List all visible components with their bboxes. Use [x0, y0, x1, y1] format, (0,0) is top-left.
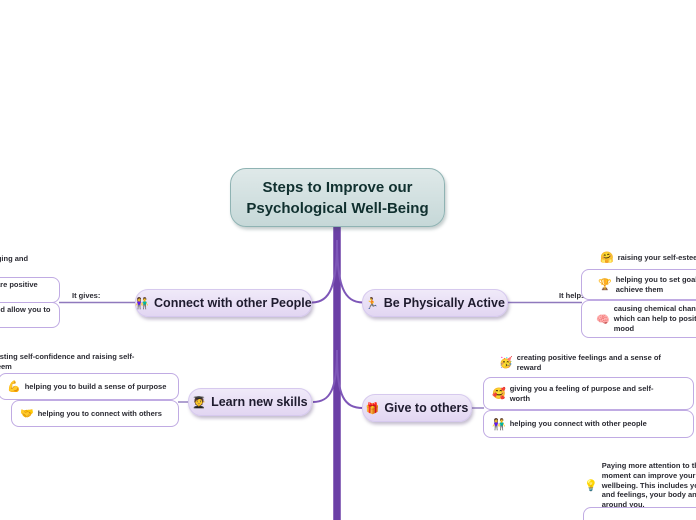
handshake-icon: 🤝: [20, 407, 34, 420]
connector-label-it-gives: It gives:: [72, 291, 101, 300]
light-bulb-icon: 💡: [584, 478, 598, 492]
branch-node-be-physically-active[interactable]: 🏃 Be Physically Active: [362, 289, 508, 317]
flexed-biceps-icon: 💪: [7, 380, 21, 393]
brain-icon: 🧠: [596, 312, 610, 326]
connector-label-it-helps: It helps:: [559, 291, 588, 300]
people-icon: 👫: [492, 417, 506, 431]
hugging-face-icon: 🤗: [600, 251, 614, 264]
branch-label: Give to others: [384, 401, 469, 415]
smiling-face-hearts-icon: 🥰: [492, 387, 506, 400]
subtopic-connect-emotional-support[interactable]: provide emotional support and allow you …: [0, 302, 60, 328]
subtopic-give-connect-people[interactable]: 👫 helping you connect with other people: [483, 410, 694, 438]
subtopic-give-self-worth[interactable]: 🥰 giving you a feeling of purpose and se…: [483, 377, 694, 410]
subtopic-mindfulness-note[interactable]: 💡 Paying more attention to the present m…: [584, 461, 696, 509]
gift-icon: 🎁: [365, 401, 380, 415]
subtopic-bephys-self-esteem[interactable]: 🤗 raising your self-esteem: [600, 251, 696, 264]
branch-curve-give-to-others: [336, 353, 364, 409]
subtopic-learn-self-confidence[interactable]: boosting self-confidence and raising sel…: [0, 352, 135, 371]
subtopic-learn-connect-others[interactable]: 🤝 helping you to connect with others: [11, 400, 179, 427]
student-icon: 🧑‍🎓: [192, 395, 207, 409]
central-topic-title: Steps to Improve our Psychological Well-…: [246, 178, 429, 217]
branch-curve-be-physically-active: [336, 239, 364, 304]
runner-icon: 🏃: [365, 296, 379, 310]
subtopic-box-clipped[interactable]: [583, 507, 696, 520]
subtopic-bephys-brain-chemistry[interactable]: 🧠 causing chemical changes in your brain…: [581, 300, 696, 338]
subtopic-connect-belonging[interactable]: help you to build a sense of belonging a…: [0, 254, 29, 263]
subtopic-bephys-goals[interactable]: 🏆 helping you to set goals or challenges…: [581, 269, 696, 300]
branch-label: Connect with other People: [154, 296, 312, 310]
subtopic-give-reward[interactable]: 🥳 creating positive feelings and a sense…: [499, 353, 661, 372]
subtopic-learn-purpose[interactable]: 💪 helping you to build a sense of purpos…: [0, 373, 179, 400]
branch-node-give-to-others[interactable]: 🎁 Give to others: [362, 394, 472, 422]
branch-label: Learn new skills: [211, 395, 308, 409]
people-icon: 👫: [135, 296, 150, 310]
central-topic[interactable]: Steps to Improve our Psychological Well-…: [230, 168, 445, 227]
branch-node-connect[interactable]: 👫 Connect with other People: [135, 289, 312, 317]
subtopic-connect-positive-experiences[interactable]: give you an opportunity to share positiv…: [0, 277, 60, 303]
partying-face-icon: 🥳: [499, 356, 513, 370]
trophy-icon: 🏆: [598, 278, 612, 291]
branch-node-learn-new-skills[interactable]: 🧑‍🎓 Learn new skills: [188, 388, 312, 416]
branch-label: Be Physically Active: [383, 296, 505, 310]
